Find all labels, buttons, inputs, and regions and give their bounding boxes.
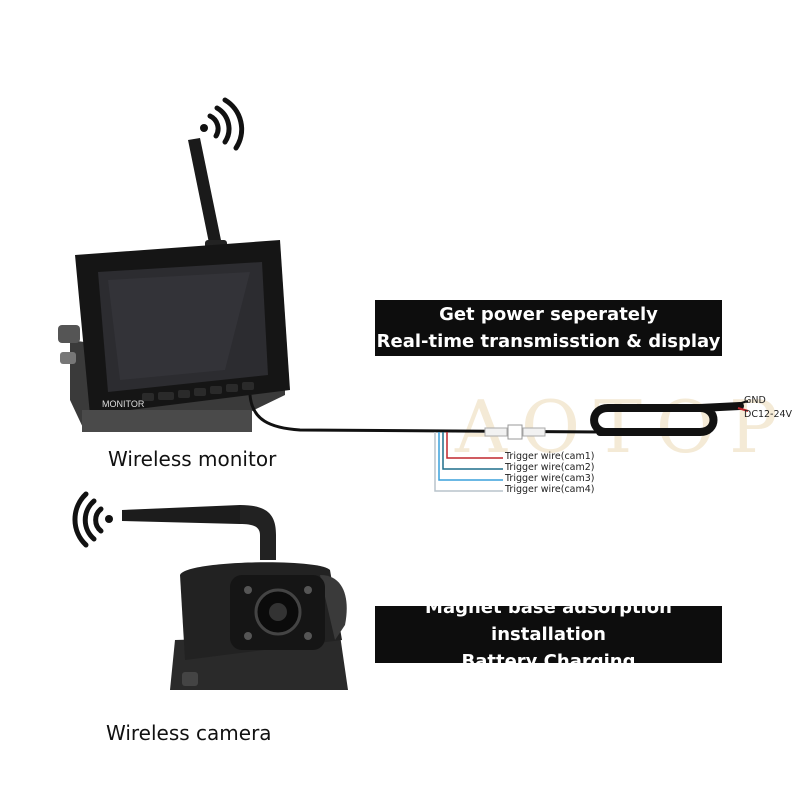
trigger-wire-label: Trigger wire(cam2) (505, 462, 595, 473)
monitor: MONITOR (58, 240, 290, 432)
camera-antenna (122, 505, 276, 560)
camera (170, 562, 348, 690)
camera-banner: Magnet base adsorption installation Batt… (375, 597, 722, 672)
trigger-wires (434, 432, 503, 492)
power-banner-line2: Real-time transmisstion & display (376, 331, 721, 352)
inline-connector (484, 424, 546, 440)
camera-caption: Wireless camera (106, 721, 272, 745)
wifi-signal-icon (72, 491, 113, 548)
dc-label: DC12-24V (744, 409, 793, 420)
monitor-caption: Wireless monitor (108, 447, 277, 471)
camera-banner-line1: Magnet base adsorption installation (425, 597, 672, 645)
trigger-wire-label: Trigger wire(cam1) (505, 451, 595, 462)
power-cable (248, 394, 601, 434)
wifi-signal-icon (200, 97, 245, 151)
trigger-wire-label: Trigger wire(cam4) (505, 484, 595, 495)
camera-banner-line2: Battery Charging (461, 651, 636, 672)
power-banner: Get power seperately Real-time transmiss… (375, 300, 722, 356)
monitor-antenna (188, 138, 227, 254)
power-banner-line1: Get power seperately (439, 304, 658, 325)
cable-loop (590, 402, 744, 436)
trigger-wire-label: Trigger wire(cam3) (505, 473, 595, 484)
gnd-label: GND (744, 395, 766, 406)
monitor-brand-label: MONITOR (102, 399, 145, 409)
